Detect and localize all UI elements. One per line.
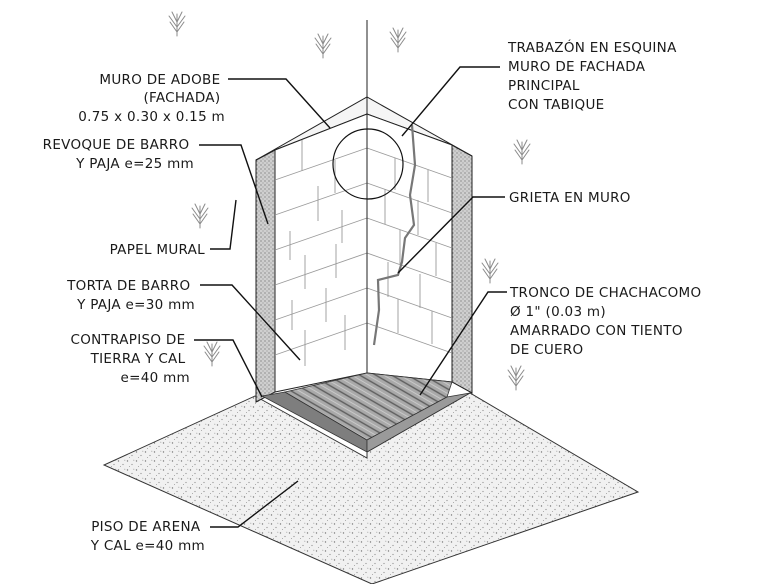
label-contrapiso: CONTRAPISO DE TIERRA Y CAL e=40 mm xyxy=(71,332,191,386)
corner-joint-highlight xyxy=(332,128,404,200)
label-trabazon: TRABAZÓN EN ESQUINA MURO DE FACHADA PRIN… xyxy=(507,38,681,113)
label-tronco: TRONCO DE CHACHACOMO Ø 1" (0.03 m) AMARR… xyxy=(509,285,706,358)
right-wall-face xyxy=(366,113,453,383)
label-torta: TORTA DE BARRO Y PAJA e=30 mm xyxy=(66,278,195,313)
label-grieta: GRIETA EN MURO xyxy=(509,190,631,206)
leader-lines xyxy=(194,66,507,528)
right-wall-plaster xyxy=(451,144,473,394)
wall-crack xyxy=(372,124,417,346)
label-papel-mural: PAPEL MURAL xyxy=(110,242,206,258)
log-floor xyxy=(283,372,453,441)
label-muro-adobe: MURO DE ADOBE (FACHADA) 0.75 x 0.30 x 0.… xyxy=(78,72,225,125)
sand-floor xyxy=(102,392,640,584)
adobe-bricks-right xyxy=(366,147,453,354)
label-revoque: REVOQUE DE BARRO Y PAJA e=25 mm xyxy=(43,137,194,172)
label-piso: PISO DE ARENA Y CAL e=40 mm xyxy=(90,519,205,554)
left-wall-plaster xyxy=(255,149,276,403)
